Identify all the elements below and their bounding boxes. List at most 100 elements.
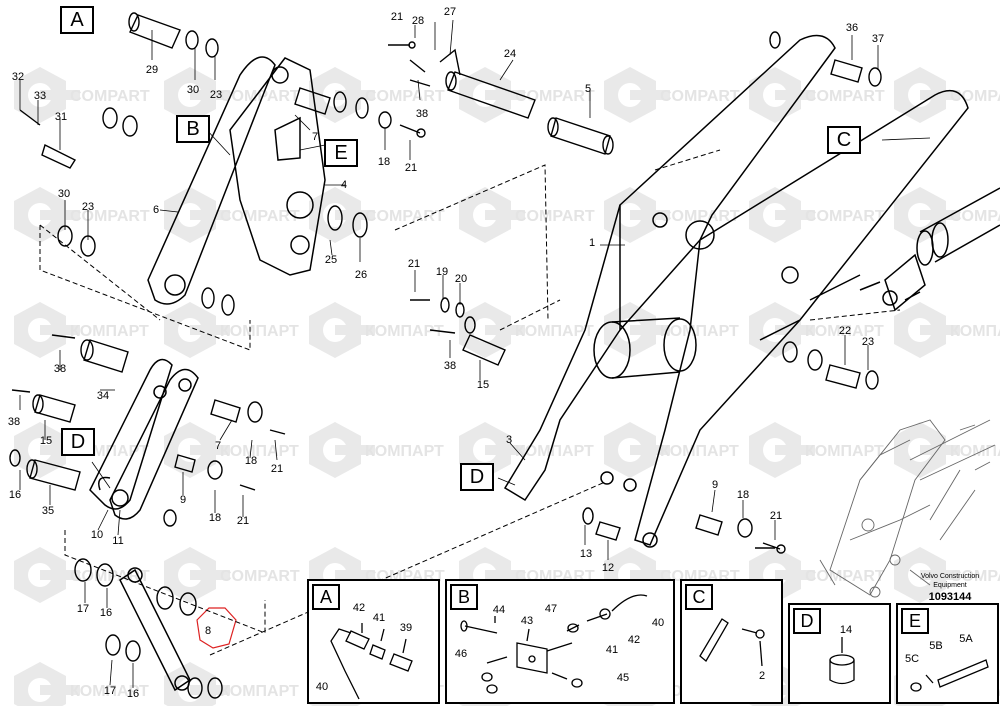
- assembly-leader-lines: [39, 149, 901, 656]
- part-label: 47: [545, 603, 557, 615]
- watermark-text: COMPART: [950, 208, 1000, 225]
- watermark-tile: КОМПАРТ: [749, 422, 884, 478]
- part-label: 23: [210, 89, 222, 101]
- part-label: 33: [34, 90, 46, 102]
- detail-panel-B: B 44 43 47 42 41 40 46 45: [445, 579, 675, 704]
- part-label: 10: [91, 529, 103, 541]
- part-label: 1: [589, 237, 595, 249]
- part-label: 32: [12, 71, 24, 83]
- watermark-text: КОМПАРТ: [220, 683, 299, 700]
- watermark-tile: КОМПАРТ: [164, 422, 299, 478]
- watermark-tile: COMPART: [604, 187, 740, 243]
- watermark-text: КОМПАРТ: [805, 443, 884, 460]
- detail-panel-C: C 2: [680, 579, 783, 704]
- part-label: 29: [146, 64, 158, 76]
- watermark-tile: COMPART: [164, 67, 300, 123]
- watermark-tile: COMPART: [309, 187, 445, 243]
- watermark-text: КОМПАРТ: [805, 323, 884, 340]
- watermark-tile: COMPART: [749, 67, 885, 123]
- watermark-tile: COMPART: [894, 547, 1000, 603]
- part-label: 14: [840, 624, 852, 636]
- part-label: 36: [846, 22, 858, 34]
- part-label: 21: [405, 162, 417, 174]
- part-label: 18: [245, 455, 257, 467]
- part-label: 28: [412, 15, 424, 27]
- watermark-text: КОМПАРТ: [220, 443, 299, 460]
- part-label: 31: [55, 111, 67, 123]
- part-label: 18: [737, 489, 749, 501]
- part-label: 9: [712, 479, 718, 491]
- detail-tag-B: B: [450, 584, 478, 610]
- part-label: 40: [316, 681, 328, 693]
- part-label: 44: [493, 604, 505, 616]
- lower-links: [89, 358, 199, 520]
- detail-panel-E: E 5C 5B 5A: [896, 603, 999, 704]
- part-label: 39: [400, 622, 412, 634]
- callout-D: D: [61, 428, 95, 456]
- detail-C-drawing: 2: [699, 618, 765, 682]
- part-label: 21: [391, 11, 403, 23]
- part-label: 38: [444, 360, 456, 372]
- detail-tag-A: A: [312, 584, 340, 610]
- part-label: 11: [112, 535, 123, 547]
- callout-B: B: [176, 115, 210, 143]
- part-label: 7: [312, 131, 318, 143]
- watermark-text: COMPART: [805, 88, 885, 105]
- watermark-tile: COMPART: [14, 67, 150, 123]
- watermark-text: COMPART: [220, 88, 300, 105]
- watermark-tile: КОМПАРТ: [309, 422, 444, 478]
- watermark-tile: COMPART: [14, 187, 150, 243]
- callout-E: E: [324, 139, 358, 167]
- part-label: 35: [42, 505, 54, 517]
- part-label: 22: [839, 325, 851, 337]
- part-label: 34: [97, 390, 109, 402]
- part-label: 5: [585, 83, 591, 95]
- part-label: 21: [408, 258, 420, 270]
- part-label: 16: [127, 688, 139, 700]
- part-label: 18: [209, 512, 221, 524]
- part-label: 5C: [905, 653, 919, 665]
- part-label: 42: [628, 634, 640, 646]
- watermark-tile: COMPART: [894, 187, 1000, 243]
- watermark-text: COMPART: [660, 208, 740, 225]
- watermark-text: COMPART: [805, 568, 885, 585]
- part-label: 13: [580, 548, 592, 560]
- watermark-tile: КОМПАРТ: [14, 302, 149, 358]
- watermark-tile: COMPART: [749, 187, 885, 243]
- part-label: 15: [40, 435, 52, 447]
- detail-panel-D: D 14: [788, 603, 891, 704]
- part-label: 19: [436, 266, 448, 278]
- watermark-tile: COMPART: [459, 67, 595, 123]
- part-label: 21: [770, 510, 782, 522]
- watermark-tile: КОМПАРТ: [14, 662, 149, 706]
- figure-caption: Volvo Construction Equipment 1093144: [905, 572, 995, 604]
- part-label: 23: [862, 336, 874, 348]
- part-label: 41: [373, 612, 385, 624]
- part-label: 17: [77, 603, 89, 615]
- watermark-text: КОМПАРТ: [70, 323, 149, 340]
- watermark-text: КОМПАРТ: [365, 443, 444, 460]
- part-label: 30: [58, 188, 70, 200]
- part-label: 7: [215, 440, 221, 452]
- watermark-text: COMPART: [70, 208, 150, 225]
- watermark-text: COMPART: [220, 208, 300, 225]
- lift-cylinder: [859, 187, 1000, 312]
- part-label: 23: [82, 201, 94, 213]
- part-label: 38: [8, 416, 20, 428]
- detail-A-drawing: 42 41 39 40: [316, 602, 413, 700]
- watermark-tile: COMPART: [894, 67, 1000, 123]
- watermark-tile: COMPART: [459, 187, 595, 243]
- watermark-tile: COMPART: [164, 547, 300, 603]
- detail-tag-C: C: [685, 584, 713, 610]
- part-label: 2: [759, 670, 765, 682]
- watermark-tile: КОМПАРТ: [164, 302, 299, 358]
- watermark-text: КОМПАРТ: [950, 323, 1000, 340]
- watermark-text: COMPART: [70, 88, 150, 105]
- watermark-tile: КОМПАРТ: [459, 302, 594, 358]
- link-arm-part-6: [147, 56, 326, 305]
- detail-D-drawing: 14: [829, 624, 855, 685]
- watermark-tile: КОМПАРТ: [894, 302, 1000, 358]
- watermark-text: COMPART: [805, 208, 885, 225]
- watermark-tile: КОМПАРТ: [604, 422, 739, 478]
